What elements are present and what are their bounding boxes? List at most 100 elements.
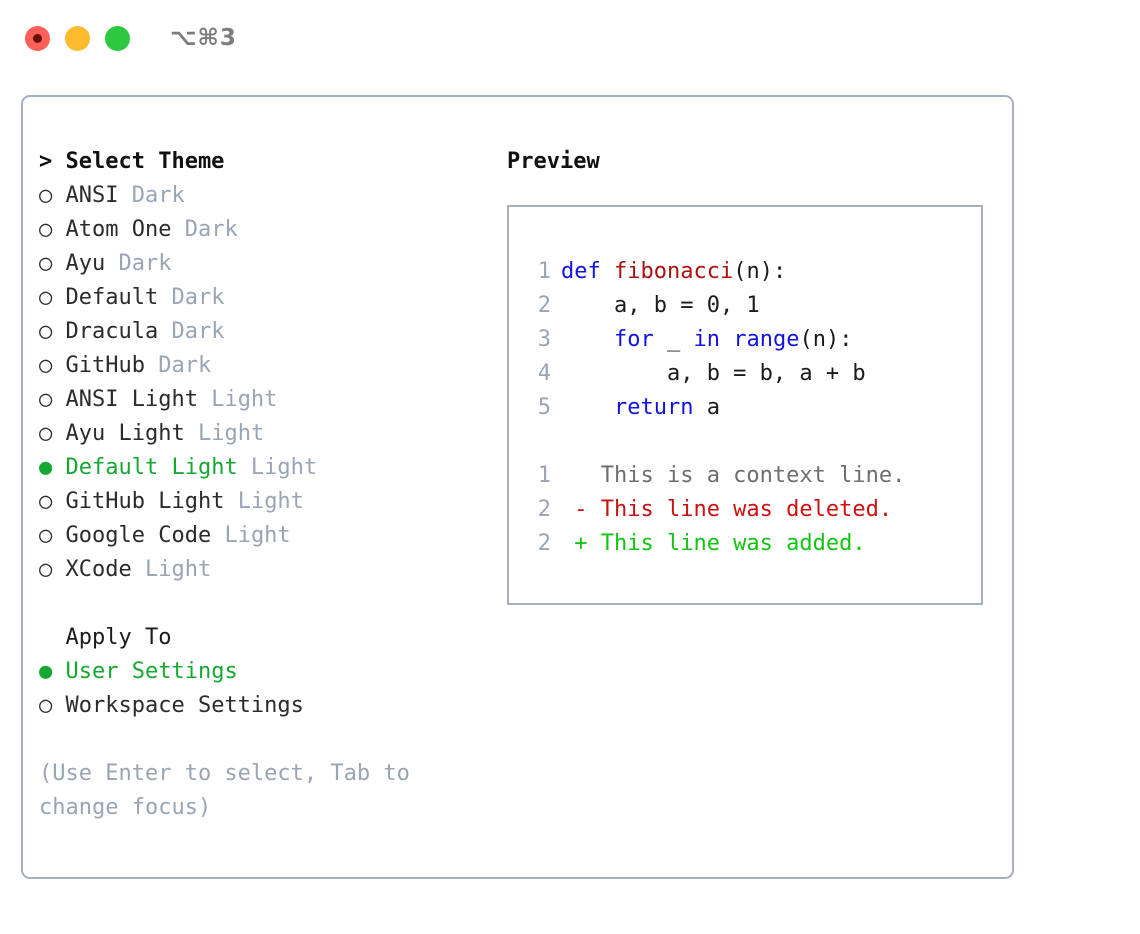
apply-option-label: Workspace Settings: [65, 693, 304, 718]
keyboard-hint-text: (Use Enter to select, Tab to change focu…: [39, 761, 424, 820]
theme-option-tag: Dark: [105, 251, 172, 276]
radio-unselected-icon: ○: [39, 387, 66, 412]
theme-option-tag: Light: [211, 523, 291, 548]
line-number: 2: [537, 531, 551, 556]
theme-option-0[interactable]: ○ ANSI Dark: [39, 179, 493, 213]
theme-option-tag: Light: [224, 489, 304, 514]
theme-option-label: Ayu: [65, 251, 106, 276]
code-token: _: [653, 327, 694, 352]
theme-option-tag: Dark: [144, 353, 212, 378]
line-number: 2: [537, 497, 551, 522]
diff-line: 2 + This line was added.: [527, 527, 981, 561]
theme-option-2[interactable]: ○ Ayu Dark: [39, 247, 493, 281]
apply-option-1[interactable]: ○ Workspace Settings: [39, 689, 493, 723]
theme-option-8[interactable]: ● Default Light Light: [39, 451, 493, 485]
apply-option-0[interactable]: ● User Settings: [39, 655, 493, 689]
theme-option-6[interactable]: ○ ANSI Light Light: [39, 383, 493, 417]
theme-option-label: Google Code: [65, 523, 212, 548]
code-token: in: [693, 327, 720, 352]
code-token: (n):: [733, 259, 787, 284]
theme-option-label: XCode: [65, 557, 132, 582]
radio-unselected-icon: ○: [39, 319, 66, 344]
radio-selected-icon: ●: [39, 455, 66, 480]
code-token: a: [693, 395, 720, 420]
theme-option-9[interactable]: ○ GitHub Light Light: [39, 485, 493, 519]
radio-unselected-icon: ○: [39, 285, 66, 310]
radio-unselected-icon: ○: [39, 183, 66, 208]
code-token: + This line was added.: [561, 531, 866, 556]
apply-to-option-list: ● User Settings○ Workspace Settings: [39, 655, 493, 723]
code-token: fibonacci: [613, 259, 734, 284]
theme-option-tag: Light: [237, 455, 318, 480]
code-token: (n):: [799, 327, 853, 352]
radio-unselected-icon: ○: [39, 557, 66, 582]
line-number: 2: [537, 293, 551, 318]
preview-heading: Preview: [507, 149, 600, 174]
theme-option-label: ANSI: [65, 183, 119, 208]
code-token: [561, 395, 614, 420]
theme-option-11[interactable]: ○ XCode Light: [39, 553, 493, 587]
code-line: 5 return a: [527, 391, 981, 425]
theme-option-4[interactable]: ○ Dracula Dark: [39, 315, 493, 349]
radio-unselected-icon: ○: [39, 693, 66, 718]
code-line: 2 a, b = 0, 1: [527, 289, 981, 323]
theme-option-10[interactable]: ○ Google Code Light: [39, 519, 493, 553]
line-number: 4: [537, 361, 551, 386]
diff-sample: 1 This is a context line.2 - This line w…: [527, 459, 981, 561]
radio-unselected-icon: ○: [39, 421, 66, 446]
code-token: a, b = b, a + b: [561, 361, 866, 386]
apply-option-label: User Settings: [65, 659, 238, 684]
theme-option-tag: Dark: [171, 217, 238, 242]
theme-option-label: Atom One: [65, 217, 172, 242]
theme-option-label: ANSI Light: [65, 387, 198, 412]
theme-option-5[interactable]: ○ GitHub Dark: [39, 349, 493, 383]
line-number: 1: [537, 259, 551, 284]
radio-unselected-icon: ○: [39, 523, 66, 548]
minimize-button[interactable]: [65, 25, 90, 51]
theme-option-tag: Dark: [158, 319, 225, 344]
theme-option-label: Default: [65, 285, 159, 310]
line-number: 3: [537, 327, 551, 352]
theme-option-tag: Dark: [118, 183, 185, 208]
diff-line: 1 This is a context line.: [527, 459, 981, 493]
theme-option-1[interactable]: ○ Atom One Dark: [39, 213, 493, 247]
code-line: 1 def fibonacci(n):: [527, 255, 981, 289]
code-token: def: [561, 259, 614, 284]
radio-unselected-icon: ○: [39, 353, 66, 378]
recording-indicator-icon: [33, 33, 42, 43]
radio-unselected-icon: ○: [39, 217, 66, 242]
theme-option-3[interactable]: ○ Default Dark: [39, 281, 493, 315]
code-token: a, b = 0, 1: [561, 293, 760, 318]
code-token: - This line was deleted.: [561, 497, 893, 522]
code-line: 3 for _ in range(n):: [527, 323, 981, 357]
keyboard-shortcut-label: ⌥⌘3: [170, 25, 237, 51]
close-button[interactable]: [25, 25, 50, 51]
theme-option-label: Dracula: [65, 319, 159, 344]
title-bar: ⌥⌘3: [0, 0, 1140, 76]
radio-selected-icon: ●: [39, 659, 66, 684]
diff-line: 2 - This line was deleted.: [527, 493, 981, 527]
theme-option-label: GitHub: [65, 353, 145, 378]
maximize-button[interactable]: [105, 25, 130, 51]
theme-selector-pane: > Select Theme ○ ANSI Dark○ Atom One Dar…: [23, 145, 493, 877]
radio-unselected-icon: ○: [39, 489, 66, 514]
code-token: for: [613, 327, 654, 352]
code-line: 4 a, b = b, a + b: [527, 357, 981, 391]
apply-to-heading: Apply To: [39, 625, 172, 650]
theme-option-tag: Light: [184, 421, 265, 446]
code-token: return: [613, 395, 694, 420]
theme-option-label: Ayu Light: [65, 421, 185, 446]
dialog-card: > Select Theme ○ ANSI Dark○ Atom One Dar…: [21, 95, 1014, 879]
theme-option-7[interactable]: ○ Ayu Light Light: [39, 417, 493, 451]
code-token: [561, 327, 614, 352]
radio-unselected-icon: ○: [39, 251, 66, 276]
line-number: 1: [537, 463, 551, 488]
window-controls: [25, 25, 130, 51]
line-number: 5: [537, 395, 551, 420]
theme-option-label: Default Light: [65, 455, 238, 480]
theme-option-list: ○ ANSI Dark○ Atom One Dark○ Ayu Dark○ De…: [39, 179, 493, 587]
